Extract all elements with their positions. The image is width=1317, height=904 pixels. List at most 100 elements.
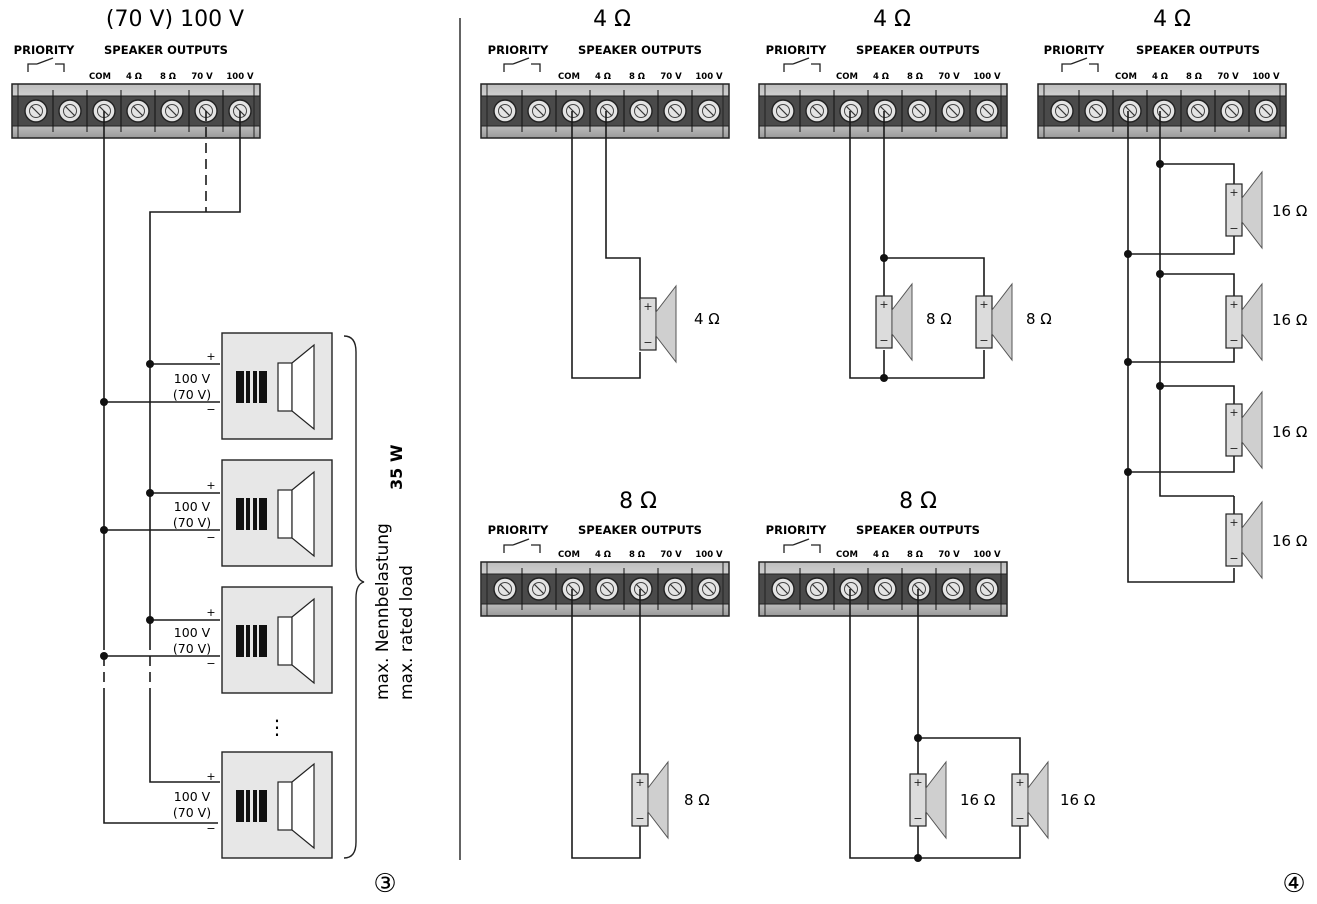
term-70v: 70 V [191, 72, 213, 82]
tap-70v-label: (70 V) [173, 641, 211, 656]
speaker-impedance: 16 Ω [960, 791, 995, 809]
term-100v: 100 V [973, 550, 1001, 560]
priority-label: PRIORITY [766, 43, 827, 57]
power-35w-label: 35 W [387, 444, 406, 490]
term-4ohm: 4 Ω [126, 72, 142, 82]
priority-switch-icon [783, 538, 821, 554]
term-70v: 70 V [938, 550, 960, 560]
speaker-impedance: 16 Ω [1060, 791, 1095, 809]
panel-8ohm-single: 8 Ω PRIORITY SPEAKER OUTPUTS COM 4 Ω 8 Ω… [480, 489, 730, 859]
term-8ohm: 8 Ω [160, 72, 176, 82]
term-100v: 100 V [695, 72, 723, 82]
term-com: COM [558, 550, 580, 560]
speaker-outputs-label: SPEAKER OUTPUTS [1136, 43, 1260, 57]
term-com: COM [836, 550, 858, 560]
priority-label: PRIORITY [14, 43, 75, 57]
plus-sign: + [206, 606, 215, 619]
speaker-outputs-label: SPEAKER OUTPUTS [578, 43, 702, 57]
panel-8ohm-parallel-16ohm: 8 Ω PRIORITY SPEAKER OUTPUTS COM 4 Ω 8 Ω… [758, 489, 1095, 862]
speaker-outputs-label: SPEAKER OUTPUTS [856, 523, 980, 537]
speaker-outputs-label: SPEAKER OUTPUTS [578, 523, 702, 537]
priority-label: PRIORITY [488, 43, 549, 57]
tap-70v-label: (70 V) [173, 515, 211, 530]
term-8ohm: 8 Ω [629, 72, 645, 82]
plus-sign: + [206, 479, 215, 492]
plus-sign: + [206, 770, 215, 783]
rated-load-de-label: max. Nennbelastung [373, 523, 393, 700]
speaker-impedance: 8 Ω [684, 791, 710, 809]
speaker-impedance: 16 Ω [1272, 311, 1307, 329]
term-4ohm: 4 Ω [595, 72, 611, 82]
term-100v: 100 V [226, 72, 254, 82]
minus-sign: − [206, 657, 215, 670]
terminal-block [480, 561, 730, 617]
term-4ohm: 4 Ω [873, 550, 889, 560]
tap-70v-label: (70 V) [173, 805, 211, 820]
term-70v: 70 V [938, 72, 960, 82]
priority-switch-icon [27, 57, 65, 73]
tap-100v-label: 100 V [174, 499, 211, 514]
priority-label: PRIORITY [1044, 43, 1105, 57]
line-speaker-2 [221, 459, 333, 567]
speaker-icon [639, 285, 677, 363]
priority-label: PRIORITY [488, 523, 549, 537]
term-100v: 100 V [695, 550, 723, 560]
priority-label: PRIORITY [766, 523, 827, 537]
speaker-icon [1011, 761, 1049, 839]
speaker-icon [875, 283, 913, 361]
speaker-impedance: 16 Ω [1272, 532, 1307, 550]
term-100v: 100 V [973, 72, 1001, 82]
speaker-icon [975, 283, 1013, 361]
tap-100v-label: 100 V [174, 371, 211, 386]
priority-switch-icon [503, 57, 541, 73]
load-brace [343, 335, 365, 859]
term-com: COM [558, 72, 580, 82]
panel-title: 8 Ω [619, 489, 657, 514]
term-70v: 70 V [1217, 72, 1239, 82]
speaker-icon [1225, 171, 1263, 249]
terminal-block [758, 561, 1008, 617]
speaker-icon [1225, 283, 1263, 361]
term-70v: 70 V [660, 550, 682, 560]
speaker-impedance: 4 Ω [694, 310, 720, 328]
speaker-impedance: 8 Ω [926, 310, 952, 328]
term-com: COM [1115, 72, 1137, 82]
speaker-icon [1225, 391, 1263, 469]
tap-70v-label: (70 V) [173, 387, 211, 402]
line-speaker-3 [221, 586, 333, 694]
speaker-impedance: 8 Ω [1026, 310, 1052, 328]
plus-sign: + [206, 350, 215, 363]
left-section: (70 V) 100 V PRIORITY SPEAKER OUTPUTS CO… [11, 7, 417, 899]
terminal-block [11, 83, 261, 139]
tap-100v-label: 100 V [174, 625, 211, 640]
term-8ohm: 8 Ω [907, 550, 923, 560]
panel-title: 8 Ω [899, 489, 937, 514]
panel-4ohm-parallel-8ohm: 4 Ω PRIORITY SPEAKER OUTPUTS COM 4 Ω 8 Ω… [758, 7, 1052, 382]
term-4ohm: 4 Ω [873, 72, 889, 82]
rated-load-en-label: max. rated load [397, 565, 417, 700]
term-8ohm: 8 Ω [907, 72, 923, 82]
continuation-dots: ⋮ [267, 715, 287, 739]
term-8ohm: 8 Ω [629, 550, 645, 560]
panel-4ohm-parallel-16ohm: 4 Ω PRIORITY SPEAKER OUTPUTS COM 4 Ω 8 Ω… [1037, 7, 1307, 583]
line-speaker-1 [221, 332, 333, 440]
left-title: (70 V) 100 V [106, 7, 244, 32]
line-speaker-4 [221, 751, 333, 859]
term-70v: 70 V [660, 72, 682, 82]
priority-switch-icon [1061, 57, 1099, 73]
speaker-icon [631, 761, 669, 839]
panel-title: 4 Ω [1153, 7, 1191, 32]
minus-sign: − [206, 822, 215, 835]
term-com: COM [836, 72, 858, 82]
minus-sign: − [206, 403, 215, 416]
term-8ohm: 8 Ω [1186, 72, 1202, 82]
term-com: COM [89, 72, 111, 82]
priority-switch-icon [503, 538, 541, 554]
term-100v: 100 V [1252, 72, 1280, 82]
panel-title: 4 Ω [593, 7, 631, 32]
terminal-block [758, 83, 1008, 139]
terminal-block [480, 83, 730, 139]
speaker-outputs-label: SPEAKER OUTPUTS [104, 43, 228, 57]
panel-4ohm-single: 4 Ω PRIORITY SPEAKER OUTPUTS COM 4 Ω 8 Ω… [480, 7, 730, 379]
